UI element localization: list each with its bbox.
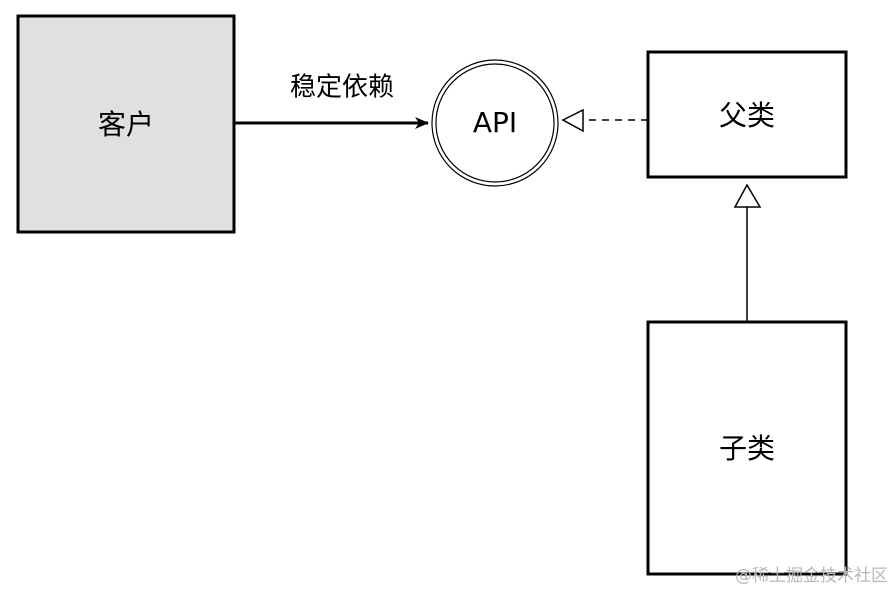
child-label: 子类: [719, 432, 775, 465]
inheritance-triangle-icon: [733, 183, 762, 208]
parent-label: 父类: [719, 99, 775, 132]
edge-client-to-api: 稳定依赖: [234, 73, 429, 129]
parent-box: [646, 50, 848, 179]
api-inner-circle: [435, 63, 555, 183]
client-to-api-label: 稳定依赖: [290, 73, 394, 103]
client-label: 客户: [98, 108, 154, 141]
child-node: 子类: [646, 320, 848, 576]
watermark: @稀土掘金技术社区: [735, 566, 888, 586]
edge-child-to-parent: [733, 183, 762, 322]
child-box: [646, 320, 848, 576]
parent-node: 父类: [646, 50, 848, 179]
api-node: API: [431, 59, 559, 187]
client-node: 客户: [16, 14, 236, 234]
realization-triangle-icon: [561, 108, 584, 133]
edge-parent-to-api: [561, 108, 648, 133]
client-box: [16, 14, 236, 234]
api-label: API: [473, 106, 517, 139]
